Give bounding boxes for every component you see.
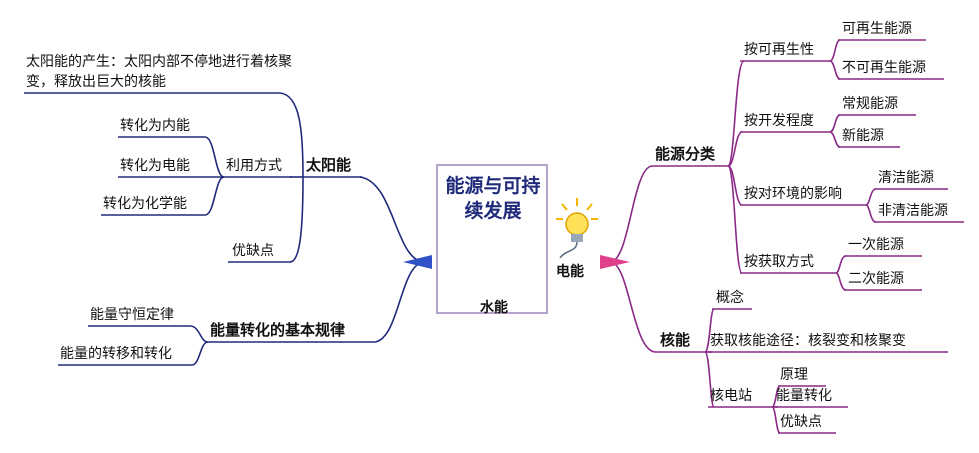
line-plant-3 [771,406,781,434]
line-center-solar [359,176,426,263]
line-group-1 [727,60,745,167]
node-nuclear-concept: 概念 [716,290,744,306]
line-nuc-plant [704,351,715,408]
node-solar: 太阳能 [306,156,352,174]
line-group-4 [727,165,743,274]
node-conversion-item: 能量守恒定律 [90,307,174,323]
line-usage-1 [204,136,225,178]
line-g1-b [829,60,841,80]
line-g3-b [865,204,877,223]
line-g1-a [829,39,841,62]
node-nuclear-methods: 获取核能途径：核裂变和核聚变 [710,333,906,349]
line-conv-1 [189,325,209,343]
lightbulb-icon [556,198,598,259]
node-nuclear: 核能 [660,331,691,349]
right-arrow-wedge [600,255,630,269]
line-usage-3 [204,176,225,216]
node-group-item: 二次能源 [848,271,904,287]
line-nuc-concept [704,308,715,353]
electric-energy-label: 电能 [556,264,584,280]
left-arrow-wedge [403,255,432,269]
node-group-item: 清洁能源 [878,170,934,186]
node-plant-item: 能量转化 [776,388,832,404]
node-solar-origin: 太阳能的产生：太阳内部不停地进行着核聚变，释放出巨大的核能 [26,54,292,90]
node-group-item: 非清洁能源 [878,203,948,219]
node-group-item: 不可再生能源 [842,60,926,76]
line-center-conversion [374,261,426,343]
line-group-2 [727,131,743,167]
center-topic-title: 能源与可持续发展 [445,175,541,222]
center-topic-card: 能源与可持续发展 水能 [436,164,548,316]
node-group-item: 新能源 [842,128,884,144]
line-g4-a [835,255,847,274]
node-classification: 能源分类 [655,145,716,163]
node-group-item: 一次能源 [848,237,904,253]
node-group-item: 常规能源 [842,96,898,112]
line-solar-origin [279,92,304,178]
node-group: 按获取方式 [744,254,814,270]
node-group: 按对环境的影响 [744,186,842,202]
node-plant-item: 优缺点 [780,414,822,430]
line-g3-a [865,188,877,206]
water-energy-label: 水能 [480,300,508,316]
node-group-item: 可再生能源 [842,21,912,37]
node-group: 按开发程度 [744,113,814,129]
node-solar-proscons: 优缺点 [232,243,274,259]
node-group: 按可再生性 [744,42,814,58]
node-usage-item: 转化为内能 [120,118,190,134]
line-g4-b [835,272,847,291]
line-conv-2 [191,341,209,366]
node-nuclear-plant: 核电站 [710,388,752,404]
line-center-nuclear [609,261,657,353]
line-center-classification [609,165,653,263]
node-conversion-item: 能量的转移和转化 [60,346,172,362]
node-usage-item: 转化为化学能 [103,196,187,212]
left-branch-lines [24,92,426,366]
node-plant-item: 原理 [780,367,808,383]
line-g2-b [829,131,841,148]
node-usage: 利用方式 [226,158,282,174]
node-conversion: 能量转化的基本规律 [210,321,346,339]
line-solar-proscons [289,176,304,263]
right-branch-lines [609,39,964,434]
line-g2-a [829,114,841,133]
node-usage-item: 转化为电能 [120,158,190,174]
